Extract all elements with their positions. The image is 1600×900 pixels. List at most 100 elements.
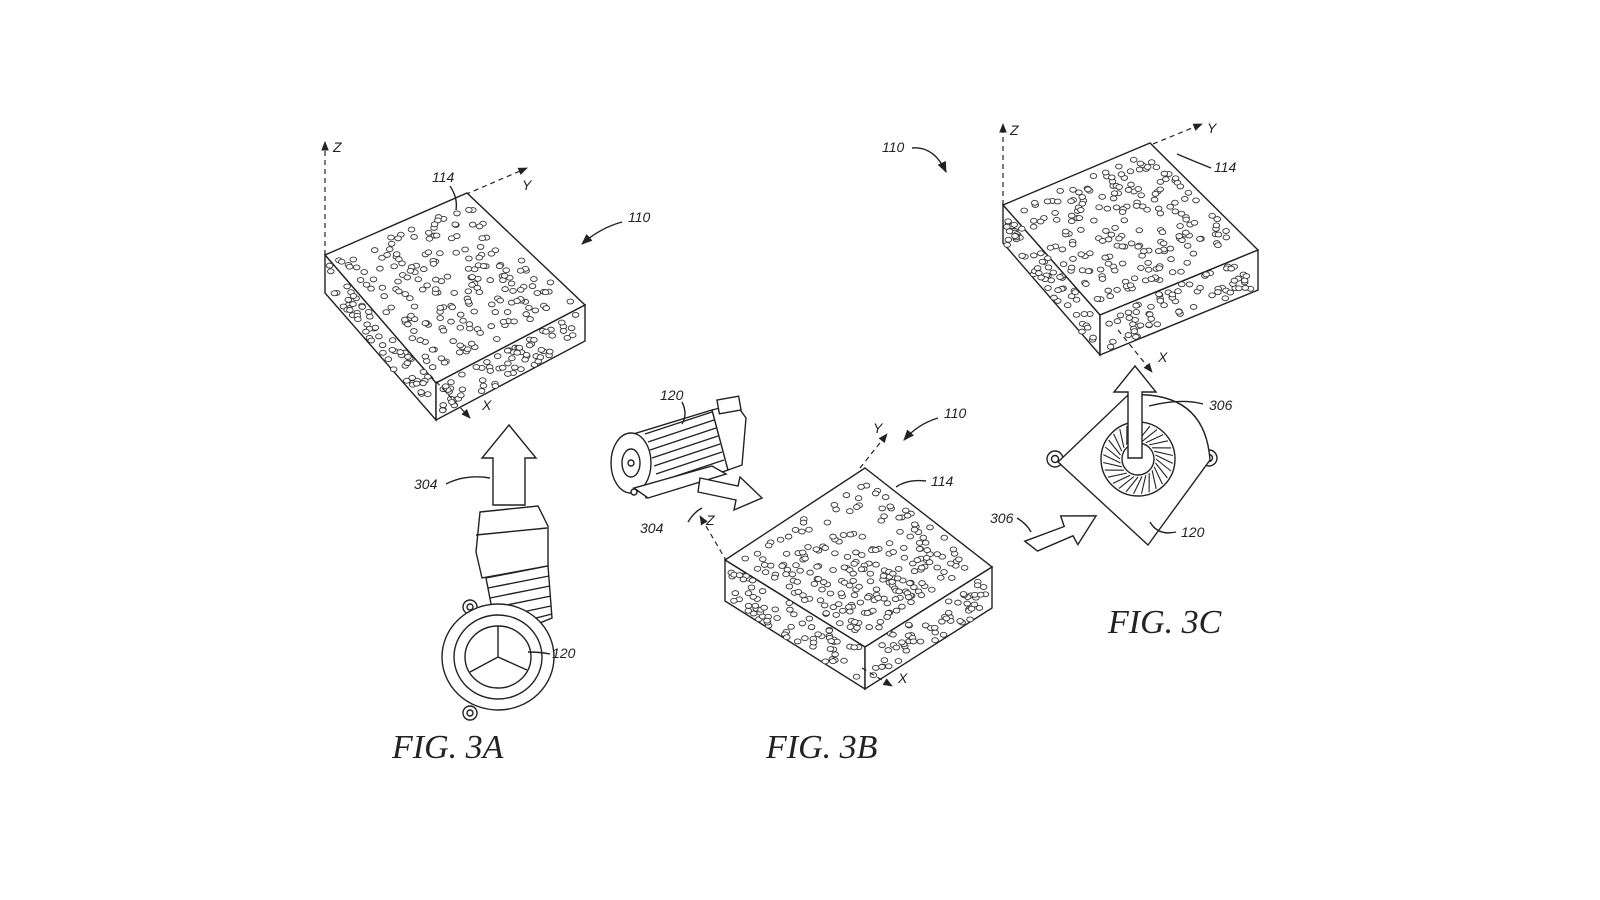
pore [1144,266,1153,273]
pores-right-3c [1105,263,1255,350]
pore [1182,216,1190,223]
pore [1095,204,1103,211]
pore [1069,186,1077,193]
pore [403,274,412,281]
impeller-blade [1149,440,1169,446]
pore [432,276,440,283]
pore [1112,204,1121,211]
pore [747,584,756,591]
pore [810,580,819,587]
pore [814,631,822,638]
pore [1154,248,1163,255]
pore [1069,255,1077,262]
pore [1183,242,1192,249]
pore [1089,334,1097,341]
pore [973,582,982,589]
pore [385,246,394,253]
pore [1051,209,1059,216]
pore [1183,259,1191,266]
pore [363,321,371,328]
pore [528,283,537,290]
pore [735,572,744,579]
pore [468,274,476,280]
pore [1230,277,1239,284]
pore [559,327,568,334]
pore [1078,194,1086,200]
pore [1098,193,1106,200]
pore [558,319,566,326]
pore [910,526,919,533]
pore [1044,285,1052,291]
pore [741,555,749,562]
pore [850,644,858,651]
pore [913,557,922,564]
pore [858,533,867,540]
pore [392,251,401,258]
pore [1109,338,1117,345]
pore [1184,189,1193,196]
pore [906,533,914,540]
pore [1090,217,1098,224]
pore [1132,202,1141,209]
pore [853,504,861,510]
pore [419,368,428,375]
pore [566,298,575,305]
y-axis-label-3b: Y [873,420,884,436]
pore [805,615,814,622]
pore [354,316,362,323]
pore [796,567,804,574]
pore [1136,322,1145,329]
ref-114-3a: 114 [432,169,455,185]
y-axis-3b [859,433,888,469]
pore [1078,328,1086,335]
pore [379,349,387,356]
pore [503,309,512,315]
pore [548,332,556,339]
pore [476,329,484,336]
pores-top-3c [1020,156,1231,303]
porous-block-3c [1001,142,1260,357]
pore [1106,343,1115,350]
blower-fan-3a [441,505,555,721]
pore [753,565,762,572]
pore [1168,269,1177,276]
pore [384,356,393,363]
pore [1109,195,1118,202]
pore [851,619,859,625]
pore [1192,197,1200,204]
pore [1004,218,1012,225]
pore [776,536,785,543]
leader-114-3c [1176,153,1212,169]
pore [1241,284,1250,291]
pore [758,588,767,595]
pore [926,524,934,531]
pore [1154,205,1163,212]
pore [825,627,833,634]
impeller-blade [1112,474,1131,484]
pore [1156,297,1165,304]
pore [910,584,918,591]
pore [1113,318,1122,325]
pore [525,304,533,311]
pore [911,521,919,528]
pore [488,301,496,308]
x-axis-label-3b: X [897,670,908,686]
pore [1124,309,1133,316]
pore [401,291,409,297]
pore [407,226,416,233]
pore [922,554,931,561]
pores-right-3b [869,578,990,679]
pore [761,569,770,576]
pore [1115,184,1123,190]
pore [832,611,840,618]
pore [885,663,893,670]
pore [1189,303,1198,310]
pore [1067,212,1076,219]
pore [437,355,446,362]
pore [1135,227,1144,234]
pore [362,281,371,288]
impeller-blade [1154,450,1173,457]
pore [798,620,807,627]
pore [799,519,808,526]
pore [1052,216,1061,223]
